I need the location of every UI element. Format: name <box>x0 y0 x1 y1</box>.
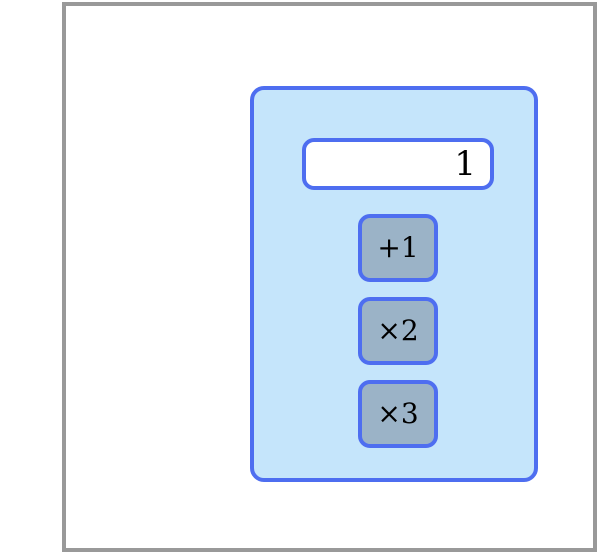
add-one-button[interactable]: +1 <box>358 214 438 282</box>
multiply-two-button[interactable]: ×2 <box>358 297 438 365</box>
multiply-three-button[interactable]: ×3 <box>358 380 438 448</box>
app-frame: 1 +1 ×2 ×3 <box>62 2 597 552</box>
result-display: 1 <box>302 138 494 190</box>
calculator-panel: 1 +1 ×2 ×3 <box>250 86 538 482</box>
